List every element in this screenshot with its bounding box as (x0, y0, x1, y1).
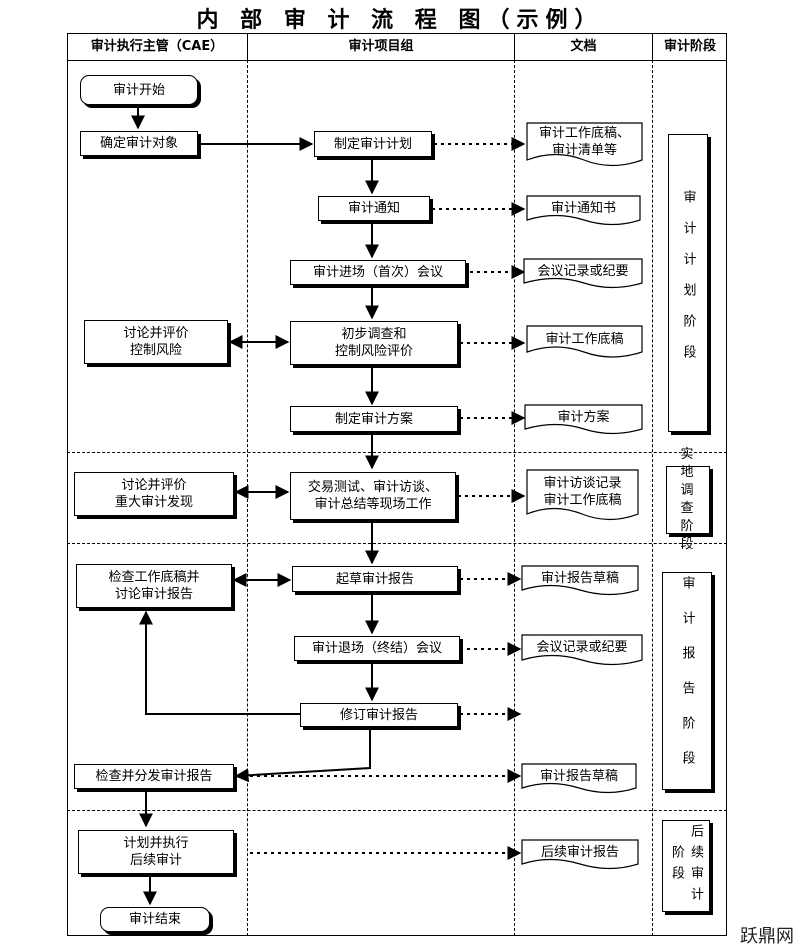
phase-planning: 审计计划阶段 (668, 134, 708, 432)
phase-separator-2 (67, 543, 727, 544)
discuss-control-risk-box: 讨论并评价 控制风险 (84, 320, 228, 364)
doc-followup-report: 后续审计报告 (540, 844, 619, 860)
draft-report-box: 起草审计报告 (292, 566, 458, 592)
phase-reporting-label: 审计报告阶段 (679, 576, 695, 786)
doc-report-draft-1: 审计报告草稿 (540, 570, 619, 586)
column-header-docs: 文档 (570, 39, 597, 54)
discuss-major-findings-box: 讨论并评价 重大审计发现 (74, 472, 234, 516)
header-divider-1 (247, 33, 248, 60)
start-terminal: 审计开始 (80, 75, 198, 105)
plan-followup-box: 计划并执行 后续审计 (78, 830, 234, 874)
doc-meeting-minutes-1: 会议记录或纪要 (537, 263, 629, 279)
risk-assessment-box: 初步调查和 控制风险评价 (290, 321, 458, 365)
review-workpapers-box: 检查工作底稿并 讨论审计报告 (76, 564, 232, 608)
entry-meeting-box: 审计进场（首次）会议 (290, 260, 466, 285)
end-terminal: 审计结束 (100, 907, 210, 932)
doc-interview-workpaper: 审计访谈记录 审计工作底稿 (543, 476, 622, 508)
phase-separator-3 (67, 810, 727, 811)
phase-separator-1 (67, 452, 727, 453)
phase-planning-label: 审计计划阶段 (680, 190, 696, 376)
phase-followup: 后续审计阶段 (662, 820, 710, 912)
lane-divider-1 (247, 60, 248, 936)
watermark-logo: 跃鼎网 (738, 922, 796, 948)
header-divider-2 (514, 33, 515, 60)
phase-fieldwork-label: 实地调查阶段 (680, 447, 696, 552)
doc-audit-program: 审计方案 (557, 409, 610, 425)
phase-followup-label: 后续审计阶段 (669, 824, 703, 908)
column-header-team: 审计项目组 (348, 39, 414, 54)
header-divider-3 (652, 33, 653, 60)
doc-notice-letter: 审计通知书 (550, 200, 616, 216)
header-divider (67, 60, 727, 61)
revise-report-box: 修订审计报告 (300, 703, 458, 727)
phase-reporting: 审计报告阶段 (662, 572, 712, 790)
doc-workpaper: 审计工作底稿 (545, 331, 624, 347)
audit-notice-box: 审计通知 (318, 196, 430, 221)
column-header-cae: 审计执行主管（CAE） (90, 39, 224, 54)
doc-workpaper-checklist: 审计工作底稿、 审计清单等 (538, 126, 630, 158)
exit-meeting-box: 审计退场（终结）会议 (294, 636, 460, 661)
flowchart-frame (67, 33, 727, 936)
column-header-phase: 审计阶段 (663, 39, 716, 54)
fieldwork-box: 交易测试、审计访谈、 审计总结等现场工作 (290, 472, 456, 520)
lane-divider-3 (652, 60, 653, 936)
lane-divider-2 (514, 60, 515, 936)
make-audit-plan-box: 制定审计计划 (314, 131, 432, 157)
doc-meeting-minutes-2: 会议记录或纪要 (536, 640, 628, 655)
phase-fieldwork: 实地调查阶段 (666, 447, 710, 552)
make-audit-program-box: 制定审计方案 (290, 406, 458, 432)
distribute-report-box: 检查并分发审计报告 (74, 764, 234, 789)
page-title: 内 部 审 计 流 程 图（示例） (196, 7, 604, 33)
define-audit-object-box: 确定审计对象 (80, 131, 198, 156)
doc-report-draft-2: 审计报告草稿 (539, 768, 618, 784)
